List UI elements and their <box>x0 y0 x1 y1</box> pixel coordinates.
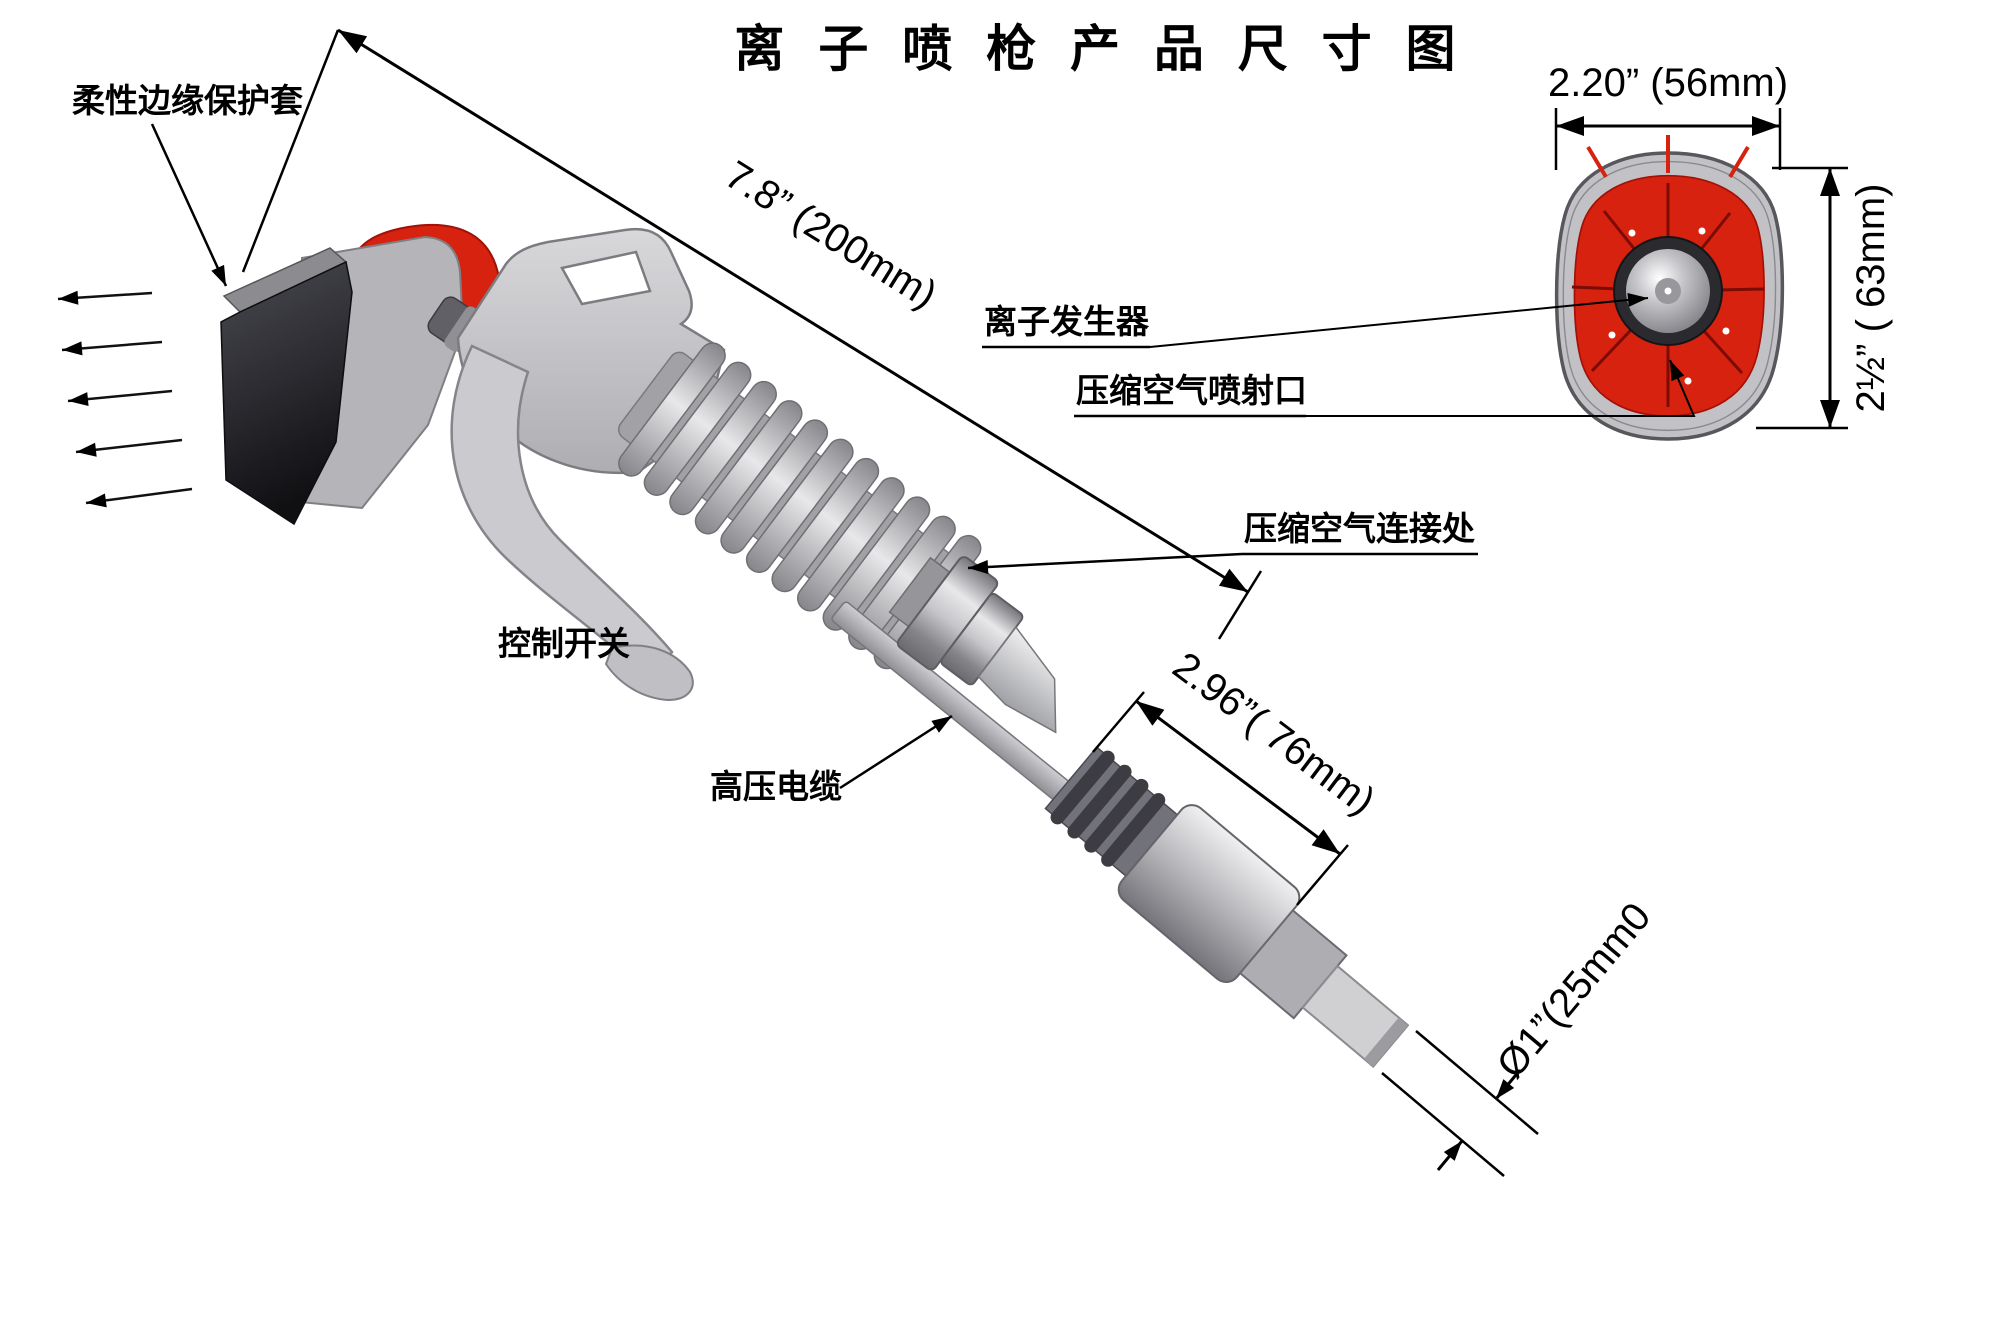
dim-head-width-text: 2.20” (56mm) <box>1548 61 1788 105</box>
dim-connector-length-text: 2.96”( 76mm) <box>1165 644 1383 824</box>
relief-rib <box>1084 778 1149 853</box>
red-tick-right <box>1728 145 1750 179</box>
extension-line <box>241 29 340 273</box>
page-title: 离 子 喷 枪 产 品 尺 寸 图 <box>734 21 1465 77</box>
rivet-dot <box>1722 327 1730 335</box>
air-tube-tip <box>977 625 1057 734</box>
callout-flexible-edge-sleeve: 柔性边缘保护套 <box>72 82 303 287</box>
leader-line <box>967 552 1243 574</box>
relief-rib <box>1050 750 1115 825</box>
airflow-arrow <box>85 487 193 508</box>
extension-tick <box>1296 844 1349 906</box>
airflow-arrow <box>57 290 153 305</box>
callout-ion-generator: 离子发生器 <box>982 292 1649 349</box>
dim-plug-diameter: Ø1”(25mm0 <box>1381 895 1660 1177</box>
dim-gun-length-text: 7.8” (200mm) <box>717 153 944 318</box>
head-front-view <box>1554 135 1785 441</box>
dim-head-width: 2.20” (56mm) <box>1548 61 1788 170</box>
rivet-dot <box>1684 377 1692 385</box>
callout-control-switch: 控制开关 <box>498 625 630 662</box>
rivet-dot <box>1628 229 1636 237</box>
leader-line <box>1306 359 1696 417</box>
dim-line <box>1135 699 1341 856</box>
rivet-dot <box>1608 331 1616 339</box>
callout-text: 柔性边缘保护套 <box>72 82 303 119</box>
dim-head-height: 2½” ( 63mm) <box>1756 166 1893 430</box>
extension-tick <box>1217 570 1263 640</box>
callout-text: 压缩空气连接处 <box>1244 510 1475 547</box>
dim-arrow <box>1494 1069 1522 1100</box>
extension-line <box>1415 1030 1539 1135</box>
callout-air-connection: 压缩空气连接处 <box>967 510 1478 574</box>
rivet-dot <box>1698 227 1706 235</box>
ion-emitter-point <box>1664 287 1672 295</box>
dim-head-height-text: 2½” ( 63mm) <box>1849 184 1893 413</box>
airflow-arrow <box>67 389 173 407</box>
extension-line <box>1381 1072 1505 1177</box>
dim-arrow <box>1436 1140 1464 1171</box>
leader-line <box>1149 292 1649 348</box>
callout-air-jet-port: 压缩空气喷射口 <box>1074 359 1696 418</box>
callout-hv-cable: 高压电缆 <box>710 714 953 805</box>
extension-tick <box>1092 691 1145 753</box>
callout-text: 压缩空气喷射口 <box>1076 372 1307 409</box>
dim-line <box>337 28 1249 594</box>
spray-gun <box>220 223 1410 1068</box>
trigger-foot <box>604 644 694 702</box>
leader-line <box>150 123 228 287</box>
red-tick-left <box>1586 145 1608 179</box>
callout-text: 高压电缆 <box>710 768 842 805</box>
leader-line <box>839 714 953 790</box>
callout-text: 离子发生器 <box>984 303 1150 340</box>
airflow-arrow <box>75 438 183 457</box>
pin-end-face <box>1364 1017 1408 1067</box>
airflow-arrow <box>61 340 163 356</box>
relief-rib <box>1067 764 1132 839</box>
airflow-arrows <box>57 290 193 508</box>
dim-plug-diameter-text: Ø1”(25mm0 <box>1489 895 1660 1087</box>
